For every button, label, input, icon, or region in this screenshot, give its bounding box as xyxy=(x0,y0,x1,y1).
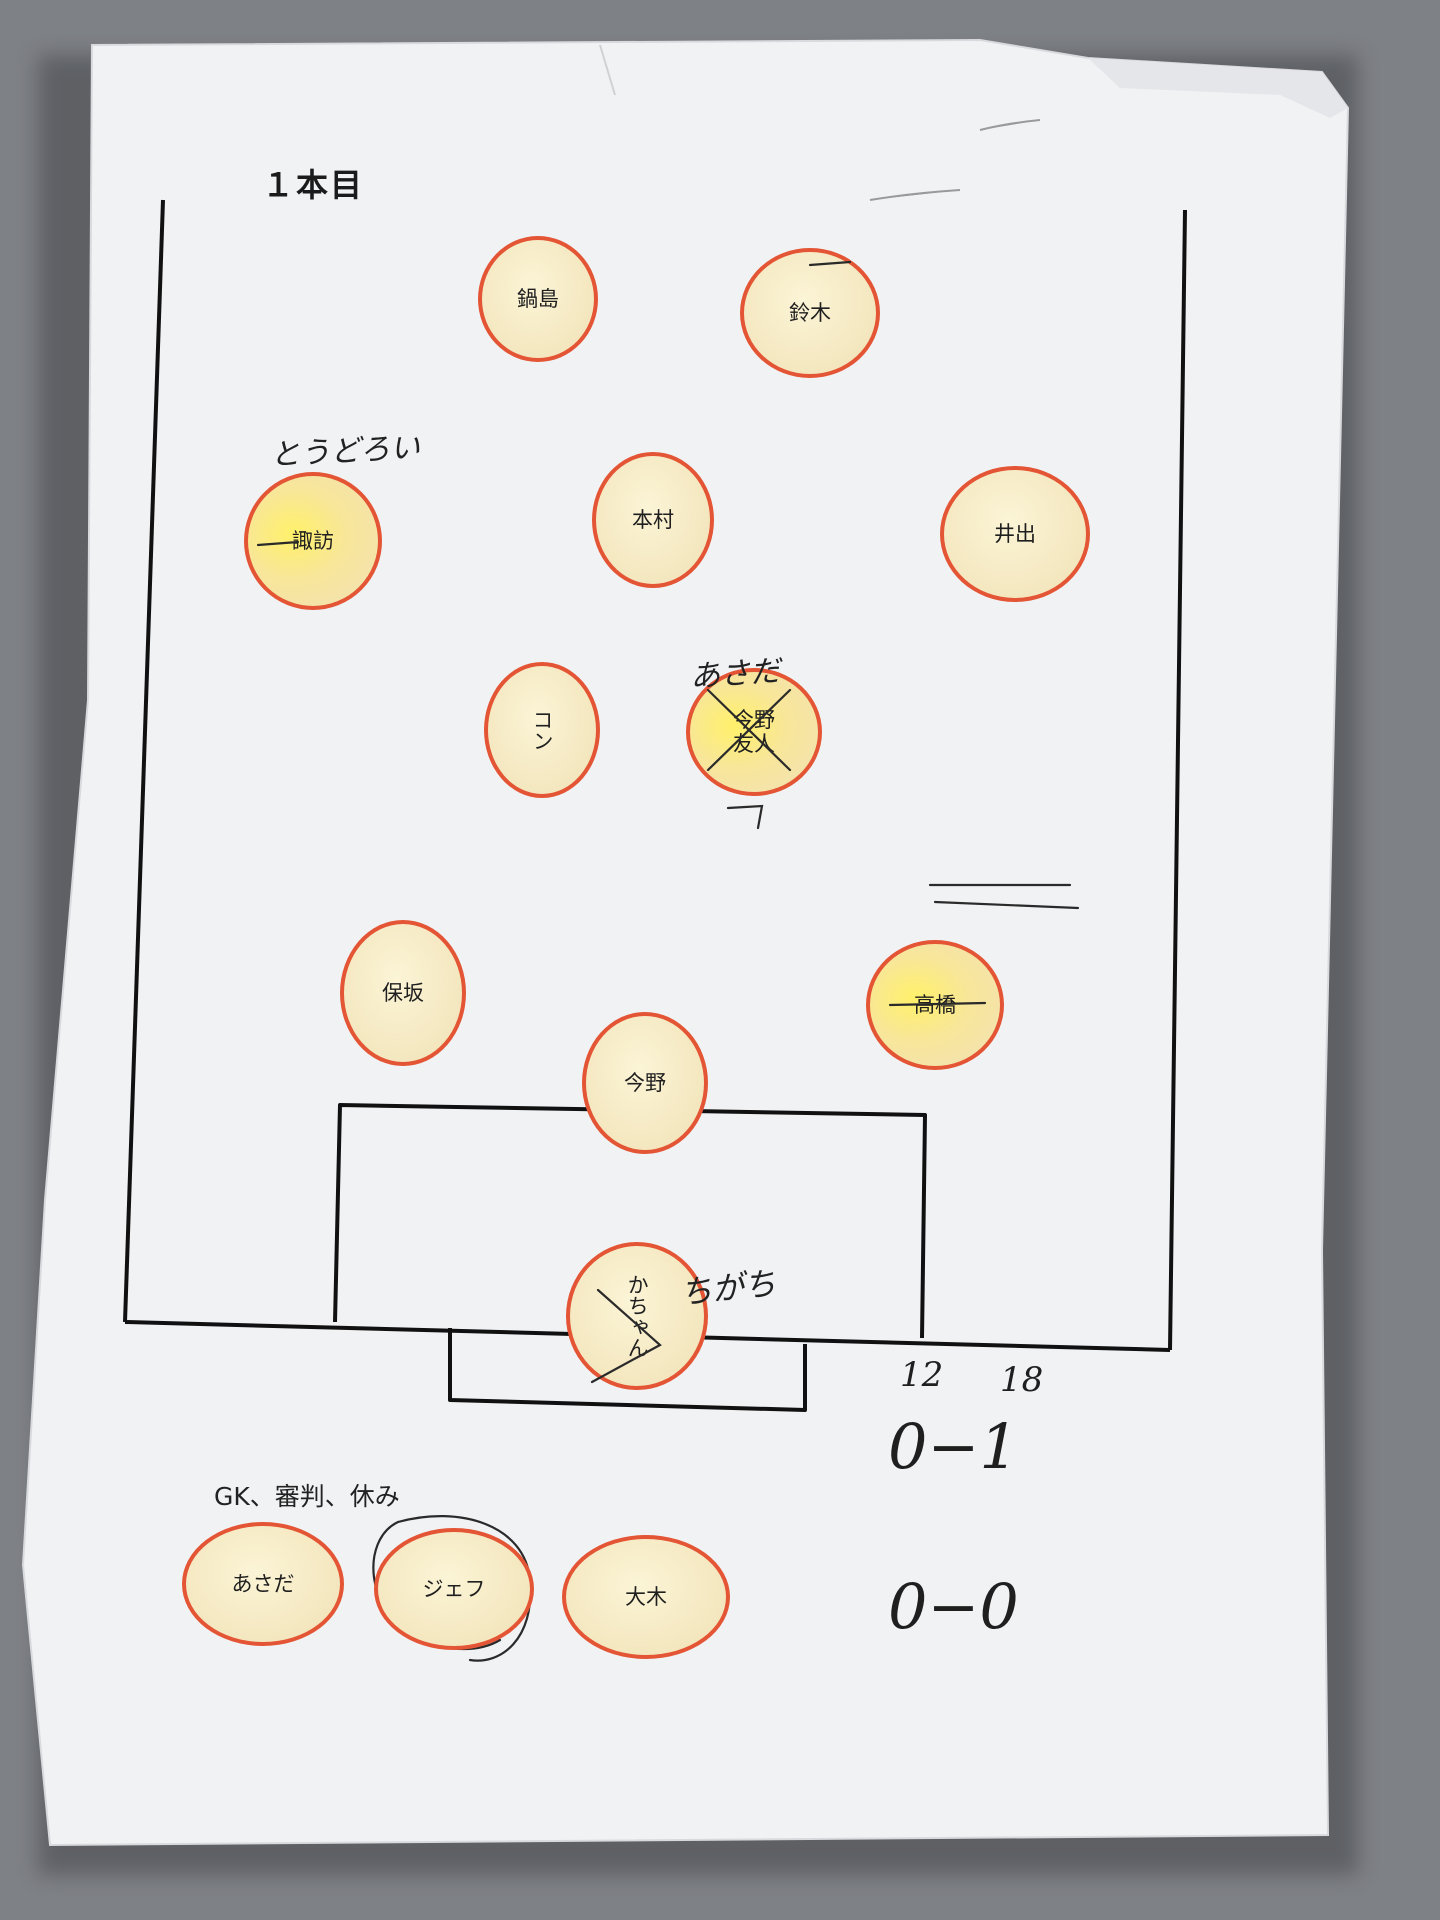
player-imano: 今野 xyxy=(582,1012,708,1154)
cross-mark xyxy=(706,688,792,772)
strike-mark xyxy=(256,540,300,547)
dash-mark xyxy=(933,900,1080,910)
player-hosaka: 保坂 xyxy=(340,920,466,1066)
right-touchline xyxy=(1168,209,1187,1351)
player-name: コン xyxy=(530,709,555,751)
player-suzuki: 鈴木 xyxy=(740,248,880,378)
left-touchline xyxy=(123,199,165,1323)
bench-label: GK、審判、休み xyxy=(214,1482,400,1511)
goal-box xyxy=(448,1328,807,1412)
score-line-2: 0−0 xyxy=(888,1570,1019,1643)
player-name: 今野 xyxy=(624,1070,666,1095)
player-name: あさだ xyxy=(231,1571,295,1596)
strike-mark xyxy=(590,1288,662,1384)
player-name: 鈴木 xyxy=(789,300,831,325)
player-name: 井出 xyxy=(994,521,1036,546)
score-header-2: 18 xyxy=(1000,1360,1044,1400)
strike-mark xyxy=(888,1001,987,1007)
dash-mark xyxy=(808,260,852,267)
player-kon: コン xyxy=(484,662,600,798)
player-suwa: 諏訪 xyxy=(244,472,382,610)
bench-player-oki: 大木 xyxy=(562,1535,730,1659)
player-motomura: 本村 xyxy=(592,452,714,588)
score-header-1: 12 xyxy=(900,1355,944,1395)
player-nabeshima: 鍋島 xyxy=(478,236,598,362)
bench-player-asada: あさだ xyxy=(182,1522,344,1646)
player-name: かちゃん xyxy=(625,1274,650,1358)
player-name: 大木 xyxy=(625,1584,667,1609)
player-name: 諏訪 xyxy=(292,528,334,553)
sheet-title: １本目 xyxy=(262,166,365,204)
bench-player-jeff: ジェフ xyxy=(374,1528,534,1650)
player-name: 鍋島 xyxy=(517,286,559,311)
score-line-1: 0−1 xyxy=(888,1410,1019,1483)
player-name: 本村 xyxy=(632,507,674,532)
player-kachan: かちゃん xyxy=(566,1242,708,1390)
player-name: 保坂 xyxy=(382,980,424,1005)
annotation-over-suwa: とうどろい xyxy=(269,430,421,473)
arrow-mark xyxy=(726,804,764,830)
player-ide: 井出 xyxy=(940,466,1090,602)
player-name: ジェフ xyxy=(422,1576,486,1601)
annotation-over-imano-yujin: あさだ xyxy=(689,653,782,695)
